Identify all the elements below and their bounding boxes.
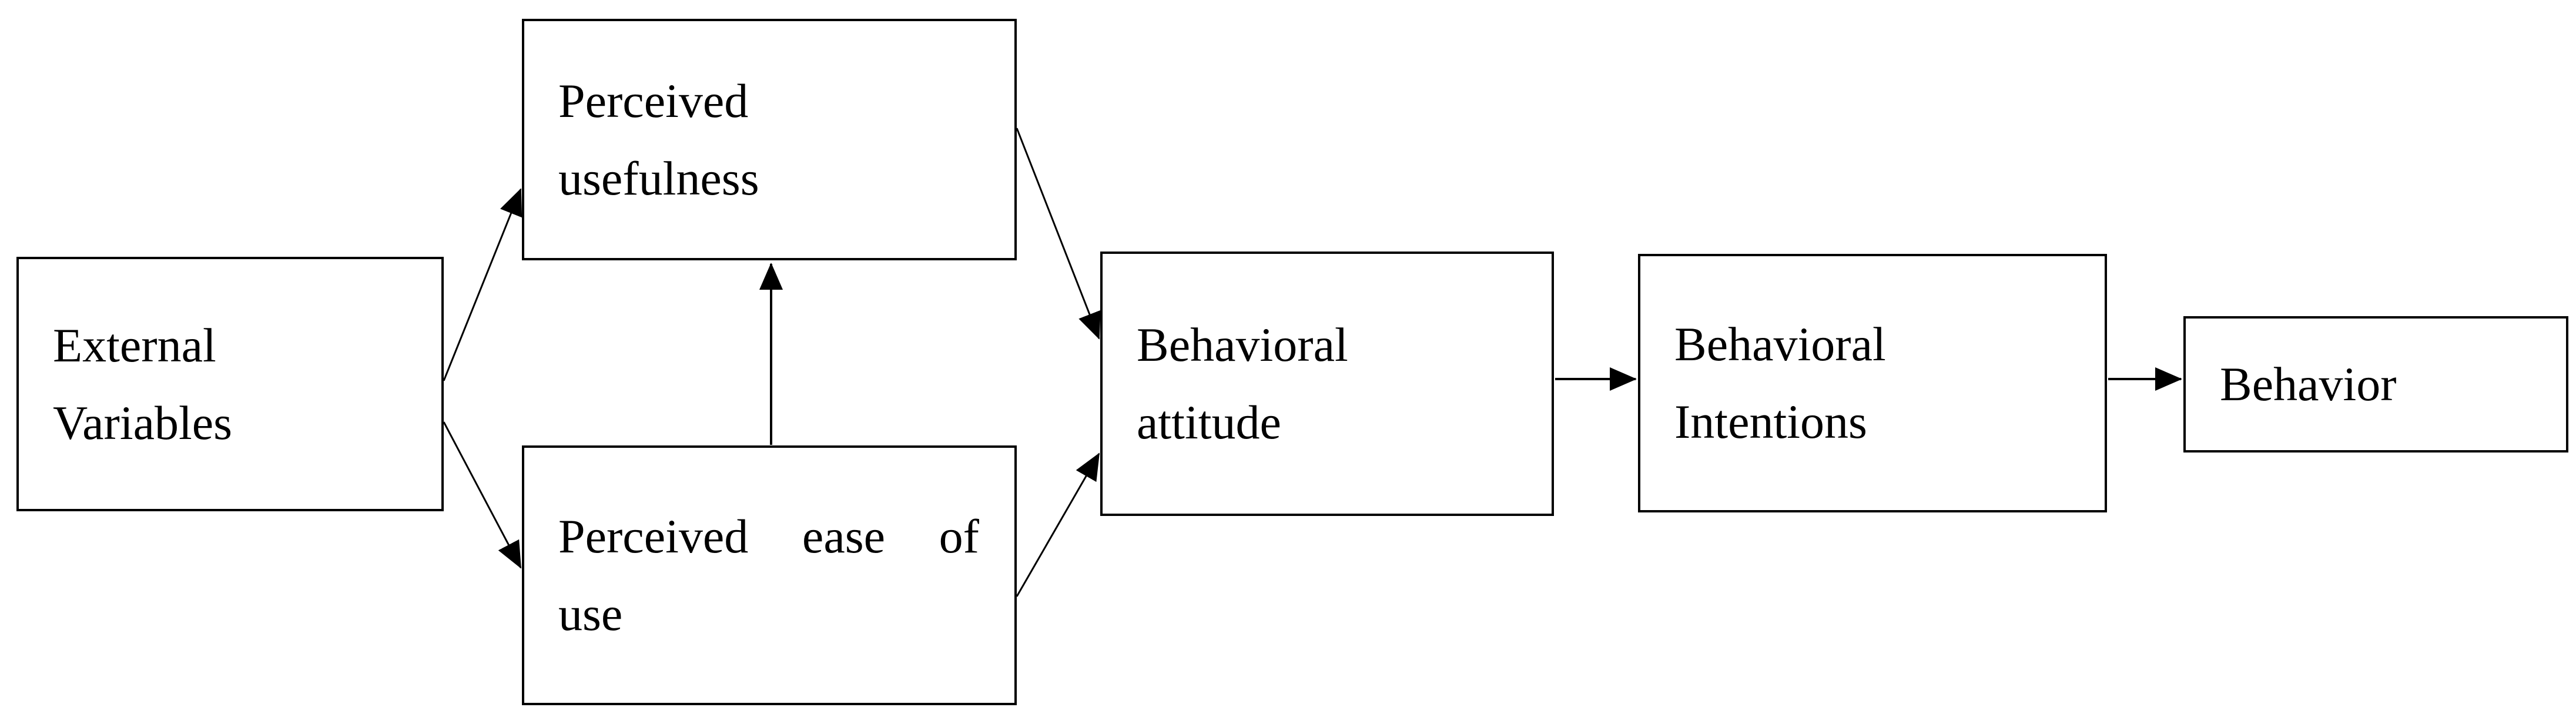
arrow-ease-to-attitude <box>1016 452 1100 597</box>
node-label-line: attitude <box>1137 395 1281 449</box>
arrow-external-to-ease <box>443 421 522 569</box>
node-behavioral-attitude: Behavioral attitude <box>1100 252 1554 516</box>
node-label-line: Intentions <box>1674 395 1867 448</box>
node-label-line: External <box>53 318 216 372</box>
node-label-line: Behavioral <box>1674 317 1886 371</box>
node-label-line: Perceived ease of <box>558 510 979 563</box>
arrow-usefulness-to-attitude <box>1016 128 1101 340</box>
node-label-line: Behavior <box>2220 357 2397 411</box>
node-label-line: Variables <box>53 395 233 450</box>
node-label-line: Perceived <box>558 73 749 128</box>
node-behavioral-intentions: Behavioral Intentions <box>1638 254 2107 512</box>
node-label-line: Behavioral <box>1137 318 1348 371</box>
node-perceived-usefulness: Perceived usefulness <box>522 19 1017 260</box>
node-perceived-ease-of-use: Perceived ease of use <box>522 445 1017 705</box>
node-behavior: Behavior <box>2183 316 2568 452</box>
node-label-line: use <box>558 587 623 641</box>
arrow-external-to-usefulness <box>443 188 522 381</box>
node-external-variables: External Variables <box>16 257 444 511</box>
node-label-line: usefulness <box>558 151 759 205</box>
